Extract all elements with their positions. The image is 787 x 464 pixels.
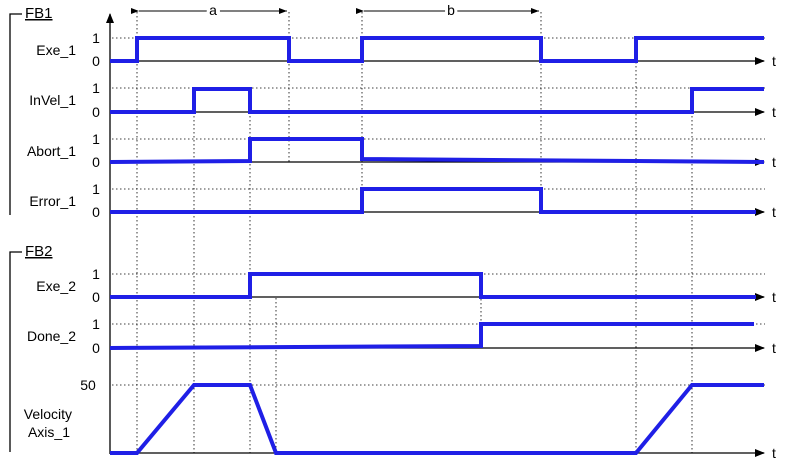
label-velocity-line2: Axis_1 xyxy=(28,424,70,440)
t-label-error-1: t xyxy=(772,204,776,220)
high-done-2: 1 xyxy=(92,316,100,332)
high-velocity: 50 xyxy=(80,377,96,393)
low-invel-1: 0 xyxy=(92,104,100,120)
t-label-velocity: t xyxy=(772,445,776,461)
t-label-abort-1: t xyxy=(772,154,776,170)
t-label-exe-1: t xyxy=(772,53,776,69)
t-label-done-2: t xyxy=(772,340,776,356)
low-error-1: 0 xyxy=(92,204,100,220)
fb2-header: FB2 xyxy=(25,243,53,260)
label-error-1: Error_1 xyxy=(29,193,76,209)
low-exe-1: 0 xyxy=(92,53,100,69)
waveforms xyxy=(109,36,765,455)
level-labels: 1 0 1 0 1 0 1 0 1 0 1 0 50 xyxy=(80,30,100,393)
svg-text:b: b xyxy=(447,2,455,18)
label-velocity-line1: Velocity xyxy=(24,406,72,422)
wave-error-1 xyxy=(110,187,756,214)
wave-exe-1 xyxy=(110,36,764,63)
fb2-bracket xyxy=(9,251,22,452)
high-exe-2: 1 xyxy=(92,266,100,282)
label-done-2: Done_2 xyxy=(27,328,76,344)
wave-abort-1 xyxy=(109,137,765,164)
label-exe-1: Exe_1 xyxy=(36,42,76,58)
label-abort-1: Abort_1 xyxy=(27,143,76,159)
t-label-exe-2: t xyxy=(772,289,776,305)
wave-exe-2 xyxy=(110,272,756,299)
high-exe-1: 1 xyxy=(92,30,100,46)
fb1-bracket xyxy=(9,13,22,215)
high-abort-1: 1 xyxy=(92,131,100,147)
wave-velocity xyxy=(110,383,764,455)
dimension-b: b xyxy=(356,0,539,21)
t-label-invel-1: t xyxy=(772,104,776,120)
time-labels: t t t t t t t xyxy=(772,53,776,461)
low-abort-1: 0 xyxy=(92,154,100,170)
low-done-2: 0 xyxy=(92,340,100,356)
label-invel-1: InVel_1 xyxy=(29,92,76,108)
event-guides xyxy=(136,12,693,454)
high-invel-1: 1 xyxy=(92,80,100,96)
fb1-header: FB1 xyxy=(25,5,53,22)
wave-invel-1 xyxy=(110,87,764,114)
svg-text:a: a xyxy=(209,2,217,18)
label-exe-2: Exe_2 xyxy=(36,278,76,294)
signal-labels: Exe_1 InVel_1 Abort_1 Error_1 Exe_2 Done… xyxy=(24,42,76,440)
dimension-a: a xyxy=(131,0,287,21)
wave-done-2 xyxy=(109,322,754,350)
low-exe-2: 0 xyxy=(92,289,100,305)
time-axes xyxy=(110,57,765,457)
high-error-1: 1 xyxy=(92,181,100,197)
